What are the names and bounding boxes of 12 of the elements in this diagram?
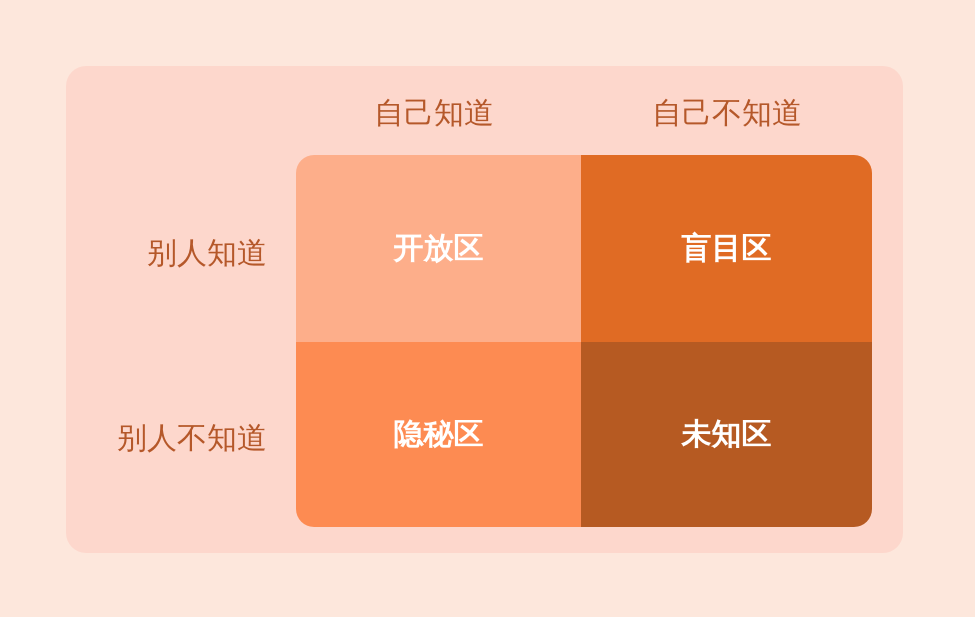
quadrant-cell: [296, 342, 581, 527]
quadrant-title: 开放区: [394, 230, 484, 268]
quadrant-title: 盲目区: [682, 230, 772, 268]
quadrant-cell: [581, 155, 872, 342]
column-header: 自己知道: [374, 95, 494, 133]
row-header: 别人知道: [147, 235, 267, 273]
quadrant-title: 隐秘区: [394, 416, 484, 454]
row-header: 别人不知道: [117, 420, 267, 458]
quadrant-cell: [296, 155, 581, 342]
quadrant-cell: [581, 342, 872, 527]
column-header: 自己不知道: [652, 95, 802, 133]
quadrant-title: 未知区: [682, 416, 772, 454]
